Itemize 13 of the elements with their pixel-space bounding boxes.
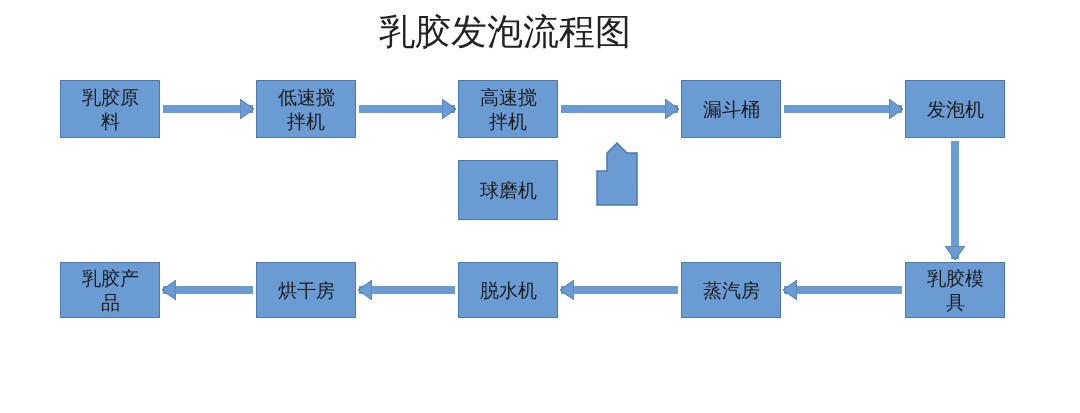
process-box: 球磨机 — [458, 160, 558, 220]
process-box: 漏斗桶 — [681, 80, 781, 138]
process-box: 乳胶原料 — [60, 80, 160, 138]
process-box: 蒸汽房 — [681, 262, 781, 318]
title: 乳胶发泡流程图 — [378, 10, 632, 54]
notched-shape — [596, 141, 638, 206]
process-box: 发泡机 — [905, 80, 1005, 138]
process-box: 低速搅拌机 — [256, 80, 356, 138]
process-box: 高速搅拌机 — [458, 80, 558, 138]
process-box: 烘干房 — [256, 262, 356, 318]
process-box: 脱水机 — [458, 262, 558, 318]
process-box: 乳胶模具 — [905, 262, 1005, 318]
process-box: 乳胶产品 — [60, 262, 160, 318]
